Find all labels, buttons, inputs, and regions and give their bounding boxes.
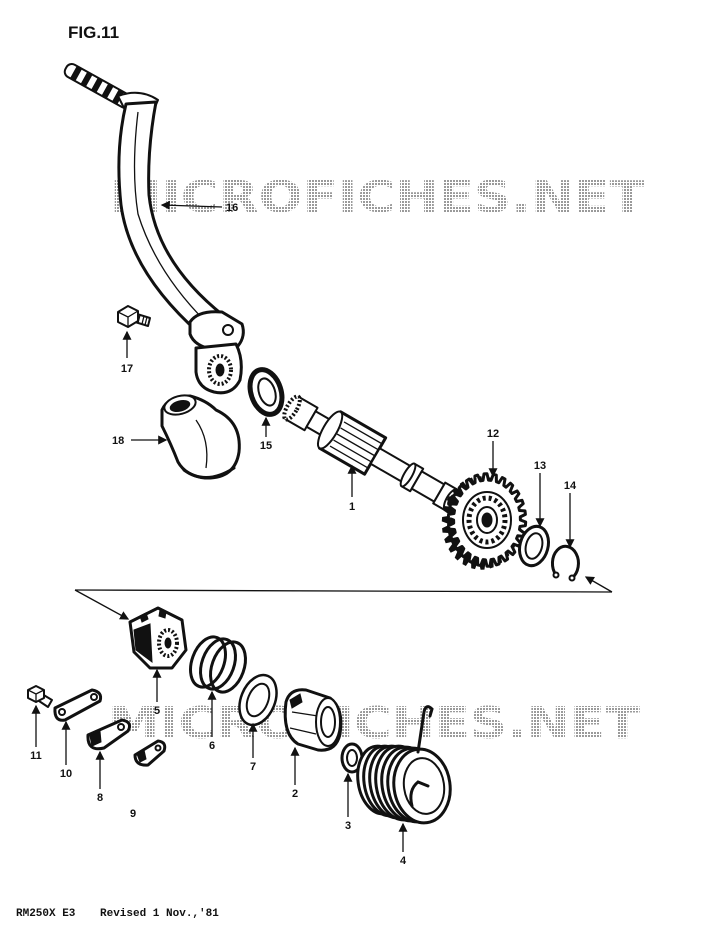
- callout-5: 5: [154, 705, 160, 717]
- callout-14: 14: [564, 480, 577, 492]
- kick-starter-gear: [441, 472, 528, 570]
- callout-12: 12: [487, 428, 499, 440]
- assembly-guide-line: [74, 576, 613, 620]
- oil-seal: [247, 367, 285, 417]
- spring-guide: [283, 688, 343, 752]
- callout-17: 17: [121, 363, 133, 375]
- callout-9: 9: [130, 808, 136, 820]
- lever-clamp-boss: [188, 310, 245, 352]
- callout-7: 7: [250, 761, 256, 773]
- kick-return-spring: [356, 705, 452, 825]
- watermark-top: MICROFICHES.NET: [110, 172, 645, 223]
- circlip: [550, 544, 580, 582]
- callout-8: 8: [97, 792, 103, 804]
- lever-grip: [63, 63, 133, 109]
- guide-plate: [53, 688, 103, 722]
- callout-4: 4: [400, 855, 407, 867]
- footer-revision: Revised 1 Nov.,'81: [100, 908, 219, 920]
- kick-starter-shaft: [282, 394, 460, 512]
- callout-10: 10: [60, 768, 72, 780]
- gear-washer: [518, 524, 550, 568]
- watermark-bottom: MICROFICHES.NET: [108, 698, 640, 749]
- leader-16: [160, 200, 223, 210]
- lever-bolt: [117, 305, 151, 328]
- return-spring-hook: [416, 705, 434, 754]
- callout-3: 3: [345, 820, 351, 832]
- stopper-plate: [86, 718, 131, 751]
- callout-18: 18: [112, 435, 124, 447]
- callout-1: 1: [349, 501, 355, 513]
- callout-16: 16: [226, 202, 238, 214]
- callout-11: 11: [30, 750, 42, 762]
- stopper-clip: [133, 739, 167, 767]
- callout-6: 6: [209, 740, 215, 752]
- spring-washer: [238, 673, 278, 727]
- lever-clamp-hole: [222, 324, 234, 336]
- footer-model: RM250X E3: [16, 908, 76, 920]
- kick-starter-lever: [63, 63, 245, 395]
- ratchet-spring: [189, 635, 247, 694]
- plate-bolt: [27, 685, 53, 708]
- lever-hub-bore: [215, 363, 225, 377]
- callout-13: 13: [534, 460, 546, 472]
- kick-starter-ratchet: [128, 606, 188, 670]
- figure-title: FIG.11: [68, 23, 119, 42]
- lever-arm-ridge: [133, 111, 207, 323]
- callout-2: 2: [292, 788, 298, 800]
- callout-15: 15: [260, 440, 272, 452]
- lever-boot: [160, 394, 241, 480]
